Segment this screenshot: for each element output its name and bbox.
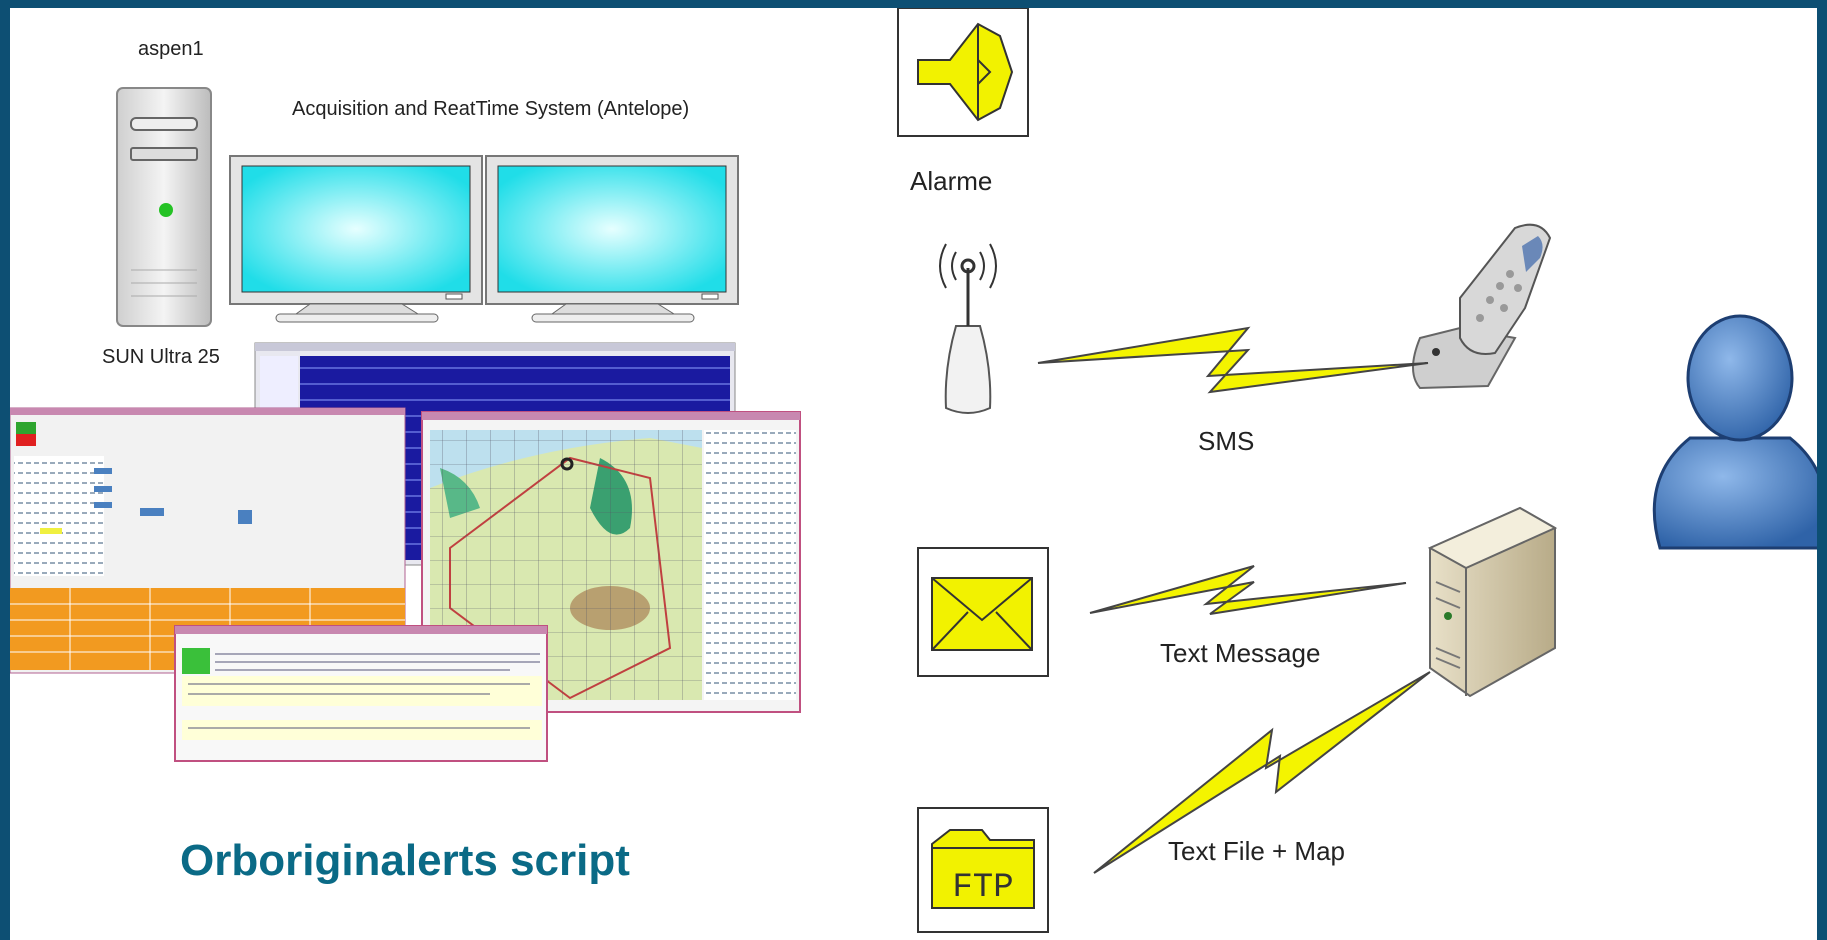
envelope-icon: [917, 547, 1049, 677]
system-label: Acquisition and ReatTime System (Antelop…: [292, 98, 690, 120]
antenna-icon: [939, 243, 997, 414]
server-icon: [1427, 506, 1558, 698]
ftp-folder-label: FTP: [952, 869, 1013, 907]
slide: FTP aspen1 Acquisition and ReatTime Syst…: [10, 8, 1817, 940]
monitor-icon: [229, 155, 483, 323]
lightning-icon: [1093, 671, 1431, 874]
person-icon: [1652, 314, 1817, 550]
mobile-phone-icon: [1412, 223, 1552, 390]
lightning-icon: [1037, 326, 1429, 394]
ftp-folder-icon: FTP: [917, 807, 1049, 933]
sms-label: SMS: [1198, 426, 1255, 456]
diagram-canvas: FTP: [10, 8, 1817, 933]
script-title: Orboriginalerts script: [180, 836, 630, 885]
text-message-label: Text Message: [1160, 638, 1321, 668]
server-label: SUN Ultra 25: [102, 346, 220, 368]
screenshot-collage: [10, 342, 801, 762]
lightning-icon: [1089, 565, 1407, 615]
alarm-label: Alarme: [910, 166, 993, 196]
text-file-label: Text File + Map: [1168, 836, 1346, 866]
monitor-icon: [485, 155, 739, 323]
host-label: aspen1: [138, 38, 204, 60]
computer-tower-icon: [116, 87, 212, 327]
speaker-icon: [897, 8, 1029, 137]
